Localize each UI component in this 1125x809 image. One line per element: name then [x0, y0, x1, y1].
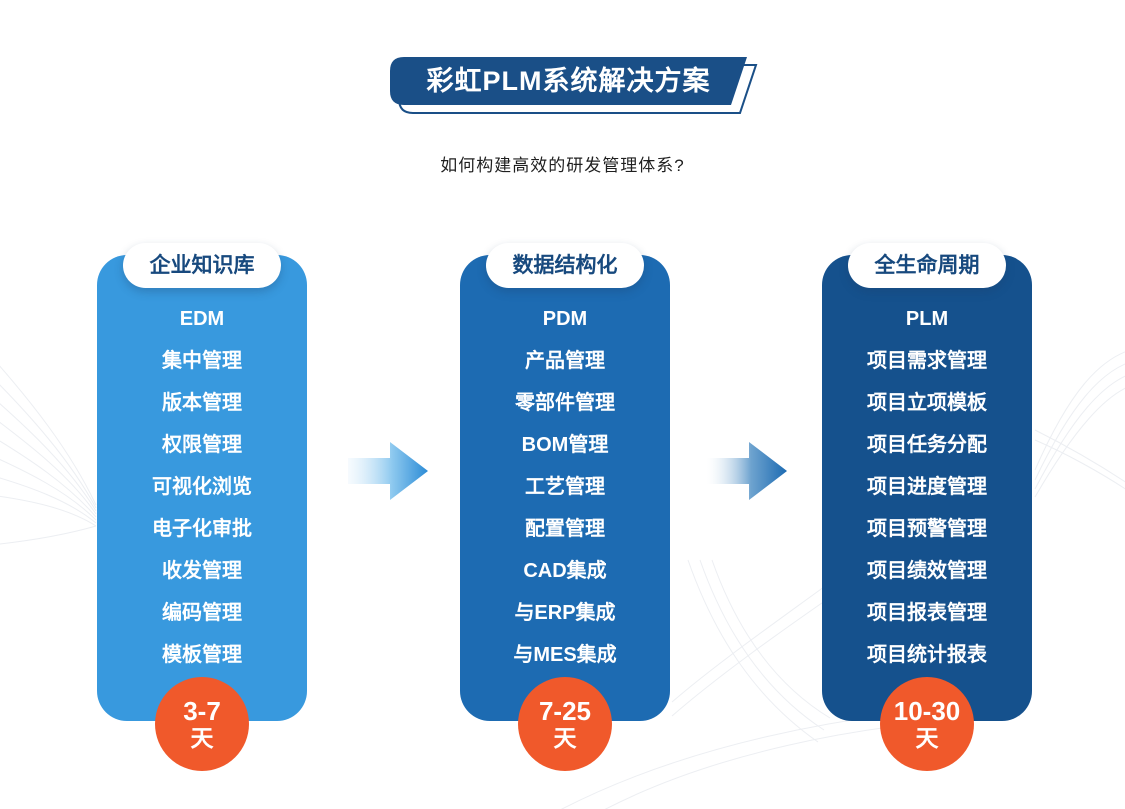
list-item: 产品管理	[525, 350, 605, 372]
list-item: 项目需求管理	[867, 350, 987, 372]
column-full-lifecycle: 全生命周期 PLM 项目需求管理 项目立项模板 项目任务分配 项目进度管理 项目…	[822, 243, 1032, 783]
page-title: 彩虹PLM系统解决方案	[426, 66, 711, 96]
list-item: 项目进度管理	[867, 476, 987, 498]
list-item: 项目任务分配	[867, 434, 987, 456]
list-item: PDM	[542, 308, 588, 330]
page-subtitle: 如何构建高效的研发管理体系?	[440, 156, 685, 175]
list-item: 项目绩效管理	[867, 560, 987, 582]
list-item: 工艺管理	[525, 476, 605, 498]
flow-arrow-right-icon	[348, 442, 428, 500]
column-item-list: PLM 项目需求管理 项目立项模板 项目任务分配 项目进度管理 项目预警管理 项…	[822, 298, 1032, 676]
list-item: 权限管理	[162, 434, 242, 456]
duration-range: 10-30	[893, 696, 961, 726]
list-item: PLM	[905, 308, 949, 330]
flow-arrow-right-icon	[707, 442, 787, 500]
column-item-list: PDM 产品管理 零部件管理 BOM管理 工艺管理 配置管理 CAD集成 与ER…	[460, 298, 670, 676]
duration-unit: 天	[915, 725, 939, 751]
column-data-structuring: 数据结构化 PDM 产品管理 零部件管理 BOM管理 工艺管理 配置管理 CAD…	[460, 243, 670, 783]
column-body	[822, 255, 1032, 721]
duration-badge: 10-30 天	[880, 677, 974, 771]
list-item: 可视化浏览	[152, 476, 252, 498]
list-item: 项目统计报表	[867, 644, 987, 666]
list-item: 编码管理	[162, 602, 242, 624]
duration-badge: 3-7 天	[155, 677, 249, 771]
list-item: 版本管理	[162, 392, 242, 414]
column-item-list: EDM 集中管理 版本管理 权限管理 可视化浏览 电子化审批 收发管理 编码管理…	[97, 298, 307, 676]
list-item: BOM管理	[521, 434, 609, 456]
list-item: 与ERP集成	[514, 602, 616, 624]
list-item: 配置管理	[525, 518, 605, 540]
duration-unit: 天	[553, 725, 577, 751]
column-body	[97, 255, 307, 721]
list-item: 收发管理	[162, 560, 242, 582]
list-item: 与MES集成	[513, 644, 617, 666]
list-item: 项目预警管理	[867, 518, 987, 540]
column-header-pill: 全生命周期	[848, 243, 1006, 288]
banner-shape	[390, 57, 758, 114]
list-item: 零部件管理	[515, 392, 615, 414]
column-header-pill: 数据结构化	[486, 243, 644, 288]
duration-range: 7-25	[538, 696, 592, 726]
duration-badge: 7-25 天	[518, 677, 612, 771]
list-item: 项目报表管理	[867, 602, 987, 624]
list-item: 项目立项模板	[867, 392, 987, 414]
column-body	[460, 255, 670, 721]
column-enterprise-knowledge-base: 企业知识库 EDM 集中管理 版本管理 权限管理 可视化浏览 电子化审批 收发管…	[97, 243, 307, 783]
list-item: CAD集成	[523, 560, 607, 582]
list-item: 集中管理	[162, 350, 242, 372]
list-item: EDM	[179, 308, 225, 330]
duration-range: 3-7	[183, 696, 221, 726]
list-item: 电子化审批	[152, 518, 252, 540]
list-item: 模板管理	[162, 644, 242, 666]
title-banner: 彩虹PLM系统解决方案	[390, 57, 772, 121]
column-header-pill: 企业知识库	[123, 243, 281, 288]
duration-unit: 天	[190, 725, 214, 751]
